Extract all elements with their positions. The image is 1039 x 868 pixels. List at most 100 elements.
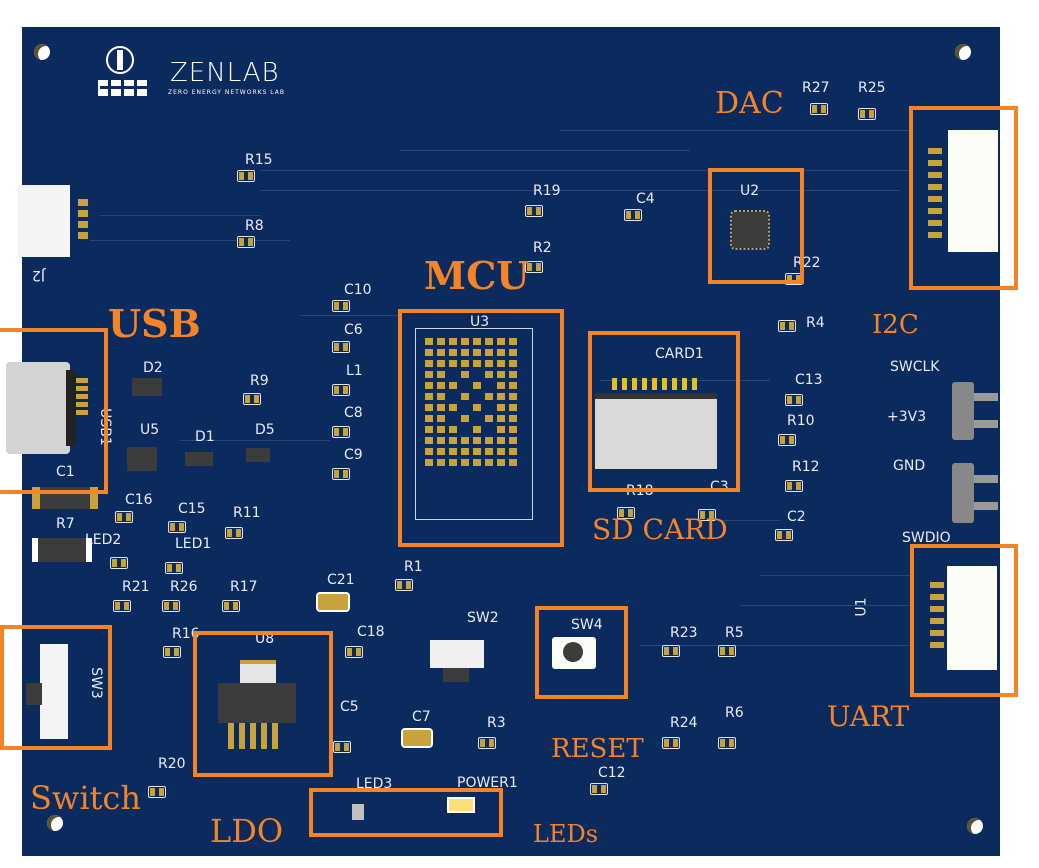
i2c-connector-pin bbox=[928, 184, 942, 190]
silkscreen-label-d1: D1 bbox=[195, 429, 215, 445]
footprint-c10 bbox=[332, 300, 350, 312]
silkscreen-label-r6: R6 bbox=[725, 705, 744, 721]
i2c-connector-pin bbox=[928, 172, 942, 178]
i2c-connector-pin bbox=[928, 196, 942, 202]
mcu-pad bbox=[437, 426, 445, 433]
swd-header-bottom bbox=[952, 463, 974, 523]
silkscreen-label-r15: R15 bbox=[245, 152, 273, 168]
footprint-r18 bbox=[617, 507, 635, 519]
annotation-i2c: I2C bbox=[872, 310, 919, 340]
silkscreen-label-r12: R12 bbox=[792, 459, 820, 475]
d5-part bbox=[246, 448, 270, 462]
mcu-pad bbox=[509, 448, 517, 455]
silkscreen-label-c5: C5 bbox=[340, 699, 359, 715]
mcu-pad bbox=[425, 371, 433, 378]
footprint-c16 bbox=[115, 511, 133, 523]
footprint-c9 bbox=[332, 468, 350, 480]
silkscreen-label-l1: L1 bbox=[346, 363, 363, 379]
uart-connector-box bbox=[910, 544, 1018, 697]
silkscreen-label-r26: R26 bbox=[170, 579, 198, 595]
trace bbox=[560, 130, 910, 131]
ldo-pin bbox=[228, 723, 234, 749]
silkscreen-label-led2: LED2 bbox=[85, 532, 122, 548]
j2-pin bbox=[78, 210, 88, 217]
silkscreen-label-d5: D5 bbox=[255, 422, 275, 438]
footprint-led1 bbox=[165, 562, 183, 574]
mcu-pad bbox=[425, 404, 433, 411]
r7-part bbox=[32, 538, 92, 562]
sd-card-pin bbox=[652, 378, 657, 390]
mcu-pad bbox=[497, 437, 505, 444]
silkscreen-label-u8: U8 bbox=[255, 631, 275, 647]
silkscreen-label-r8: R8 bbox=[245, 218, 264, 234]
footprint-r15 bbox=[237, 170, 255, 182]
uart-connector bbox=[947, 566, 997, 670]
footprint-c2 bbox=[775, 529, 793, 541]
footprint-r24 bbox=[662, 737, 680, 749]
micro-usb-pin bbox=[76, 394, 88, 399]
silkscreen-label-r1: R1 bbox=[404, 559, 423, 575]
dac-chip-box bbox=[708, 168, 804, 284]
swd-header-top-pin bbox=[974, 420, 998, 428]
mcu-pad bbox=[449, 459, 457, 466]
silkscreen-label-3v3: +3V3 bbox=[887, 409, 927, 425]
mcu-pad bbox=[497, 382, 505, 389]
silkscreen-label-c21: C21 bbox=[327, 572, 355, 588]
sw3-part bbox=[40, 644, 68, 739]
silkscreen-label-c13: C13 bbox=[795, 372, 823, 388]
silkscreen-label-c18: C18 bbox=[357, 624, 385, 640]
footprint-r1 bbox=[395, 579, 413, 591]
mcu-pad bbox=[485, 437, 493, 444]
footprint-r17 bbox=[222, 600, 240, 612]
j2-pin bbox=[78, 221, 88, 228]
mcu-pad bbox=[449, 382, 457, 389]
mcu-pad bbox=[425, 448, 433, 455]
i2c-connector-pin bbox=[928, 148, 942, 154]
silkscreen-label-j2: J2 bbox=[32, 267, 46, 283]
mcu-pad bbox=[425, 459, 433, 466]
sd-card-slot bbox=[595, 393, 717, 469]
lab-logo: ZENLAB bbox=[170, 58, 280, 88]
footprint-r9 bbox=[243, 393, 261, 405]
footprint-r6 bbox=[718, 737, 736, 749]
silkscreen-label-r4: R4 bbox=[806, 315, 825, 331]
silkscreen-label-swclk: SWCLK bbox=[890, 359, 940, 375]
footprint-r16 bbox=[163, 646, 181, 658]
trace bbox=[720, 520, 780, 521]
mcu-pad bbox=[437, 437, 445, 444]
mcu-pad bbox=[497, 360, 505, 367]
mcu-pad bbox=[461, 360, 469, 367]
mcu-pad bbox=[425, 426, 433, 433]
i2c-connector-box bbox=[909, 106, 1018, 290]
silkscreen-label-led3: LED3 bbox=[356, 776, 393, 792]
silkscreen-label-c15: C15 bbox=[178, 501, 206, 517]
silkscreen-label-c4: C4 bbox=[636, 191, 655, 207]
mcu-pad bbox=[485, 448, 493, 455]
silkscreen-label-d2: D2 bbox=[143, 360, 163, 376]
silkscreen-label-r19: R19 bbox=[533, 183, 561, 199]
institute-logo bbox=[92, 44, 148, 100]
mcu-pad bbox=[437, 393, 445, 400]
mcu-pad bbox=[509, 338, 517, 345]
mcu-pad bbox=[437, 448, 445, 455]
mcu-pad bbox=[497, 426, 505, 433]
silkscreen-label-r3: R3 bbox=[487, 715, 506, 731]
mcu-pad bbox=[497, 448, 505, 455]
power-led-part bbox=[447, 797, 475, 813]
mcu-pad bbox=[461, 349, 469, 356]
mcu-pad bbox=[425, 338, 433, 345]
footprint-r3 bbox=[478, 737, 496, 749]
j2-connector bbox=[18, 185, 70, 257]
mcu-pad bbox=[449, 349, 457, 356]
footprint-c5 bbox=[333, 741, 351, 753]
uart-connector-pin bbox=[930, 618, 944, 624]
annotation-mcu: MCU bbox=[424, 253, 530, 298]
footprint-r8 bbox=[237, 236, 255, 248]
footprint-c12 bbox=[590, 783, 608, 795]
silkscreen-label-r25: R25 bbox=[858, 80, 886, 96]
footprint-r12 bbox=[785, 480, 803, 492]
mcu-pad bbox=[485, 338, 493, 345]
annotation-reset: RESET bbox=[551, 734, 644, 764]
silkscreen-label-r16: R16 bbox=[172, 626, 200, 642]
sd-card-pin bbox=[622, 378, 627, 390]
